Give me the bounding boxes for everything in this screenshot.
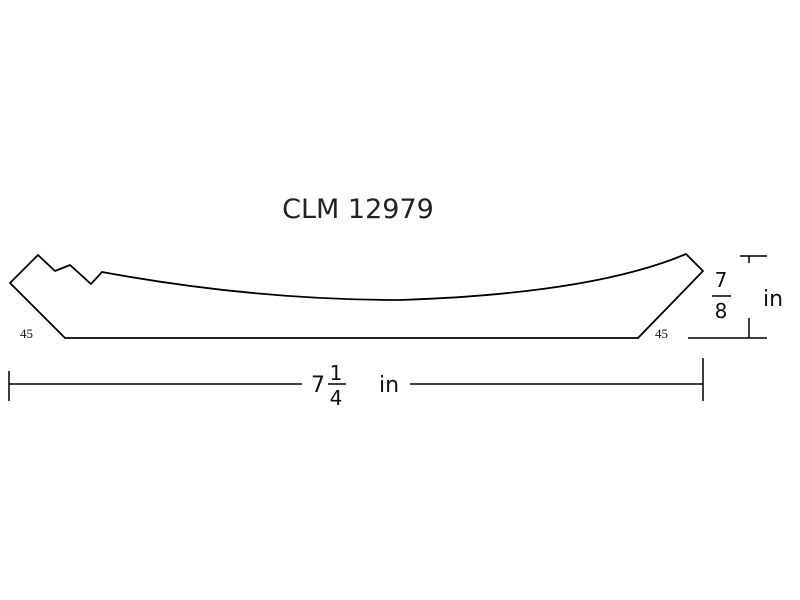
height-denominator: 8 — [715, 299, 728, 323]
height-unit: in — [763, 287, 783, 312]
width-denominator: 4 — [330, 386, 343, 410]
angle-label-right: 45 — [655, 326, 668, 341]
angle-label-left: 45 — [20, 326, 33, 341]
part-number-title: CLM 12979 — [282, 194, 434, 225]
width-numerator: 1 — [330, 361, 343, 385]
height-numerator: 7 — [715, 268, 728, 292]
width-dimension-line — [8, 358, 704, 401]
width-whole: 7 — [311, 373, 325, 398]
profile-outline — [9, 253, 704, 339]
width-unit: in — [379, 373, 399, 398]
height-dimension-line — [688, 255, 767, 339]
